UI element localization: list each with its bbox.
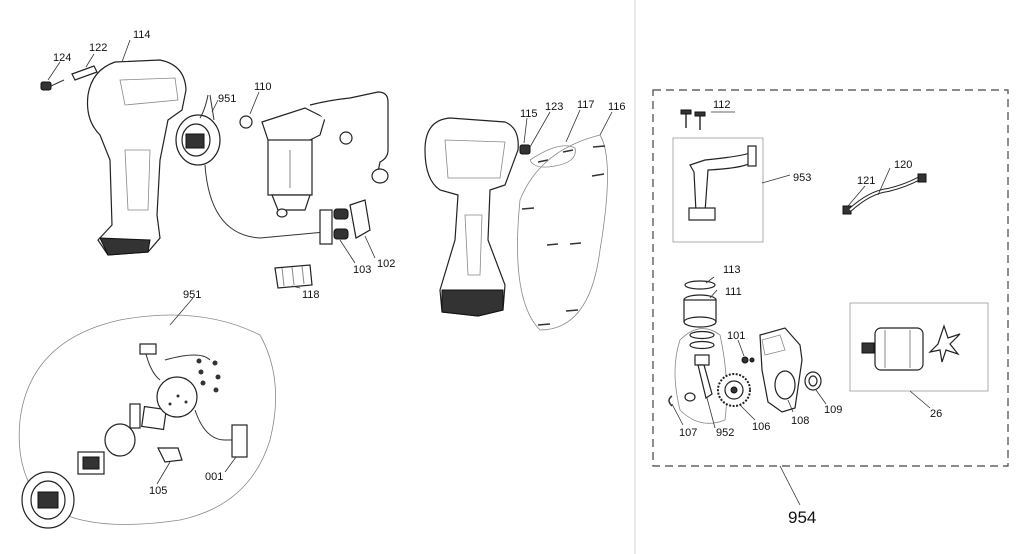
- pump-assembly-part-110: [239, 91, 389, 218]
- screw-set-part-116: [517, 134, 608, 331]
- hose-part-120: [848, 173, 927, 212]
- label-001: 001: [205, 471, 223, 483]
- motor-part-26: [861, 324, 961, 371]
- label-951: 951: [218, 93, 236, 105]
- piston-group-part-952: [674, 328, 728, 424]
- label-120: 120: [894, 159, 912, 171]
- gear-part-106: [717, 373, 751, 407]
- label-109: 109: [824, 404, 842, 416]
- motor-box-26: [849, 302, 989, 392]
- label-952: 952: [716, 427, 734, 439]
- o-ring-part-113: [684, 280, 716, 290]
- screw-set-part-117: [529, 145, 576, 168]
- label-107: 107: [679, 427, 697, 439]
- display-detail-bubble: [18, 314, 277, 529]
- nut-part-123: [519, 144, 531, 155]
- terminal-block-part-118: [274, 264, 313, 289]
- label-103: 103: [353, 264, 371, 276]
- label-121: 121: [857, 175, 875, 187]
- cylinder-part-111: [683, 294, 717, 328]
- label-108: 108: [791, 415, 809, 427]
- label-115: 115: [520, 108, 538, 120]
- label-26: 26: [930, 408, 942, 420]
- label-122: 122: [89, 42, 107, 54]
- label-954: 954: [788, 508, 816, 527]
- leader-lines: [47, 39, 931, 506]
- label-114: 114: [133, 29, 151, 41]
- housing-left-part-114: [86, 59, 187, 256]
- label-105: 105: [149, 485, 167, 497]
- clip-part-107: [668, 395, 673, 407]
- label-117: 117: [577, 99, 595, 111]
- display-assembly-part-951: [175, 94, 326, 239]
- label-953: 953: [793, 172, 811, 184]
- spring-part-103: [319, 208, 349, 245]
- label-106: 106: [752, 421, 770, 433]
- switch-block-part-102: [349, 199, 371, 239]
- washer-part-101: [741, 356, 755, 364]
- label-110: 110: [254, 81, 272, 93]
- label-112: 112: [713, 99, 731, 111]
- pipe-assembly-part-953: [688, 145, 757, 221]
- label-113: 113: [723, 264, 741, 276]
- pin-part-122: [71, 65, 98, 81]
- hose-clip-part-121: [842, 205, 852, 215]
- housing-right-part-115: [424, 117, 519, 317]
- pump-unit-boundary-954: [652, 89, 1009, 467]
- label-111: 111: [725, 286, 742, 298]
- label-123: 123: [545, 101, 563, 113]
- label-951-detail: 951: [183, 289, 201, 301]
- label-116: 116: [608, 101, 626, 113]
- screw-pair-part-112: [680, 109, 706, 130]
- screw-part-124: [40, 79, 65, 91]
- label-102: 102: [377, 258, 395, 270]
- label-118: 118: [302, 289, 320, 301]
- pipe-assembly-box-953: [672, 137, 764, 243]
- gearbox-housing-part-108: [759, 327, 803, 413]
- bearing-part-109: [804, 371, 822, 391]
- label-101: 101: [727, 330, 745, 342]
- label-124: 124: [53, 52, 71, 64]
